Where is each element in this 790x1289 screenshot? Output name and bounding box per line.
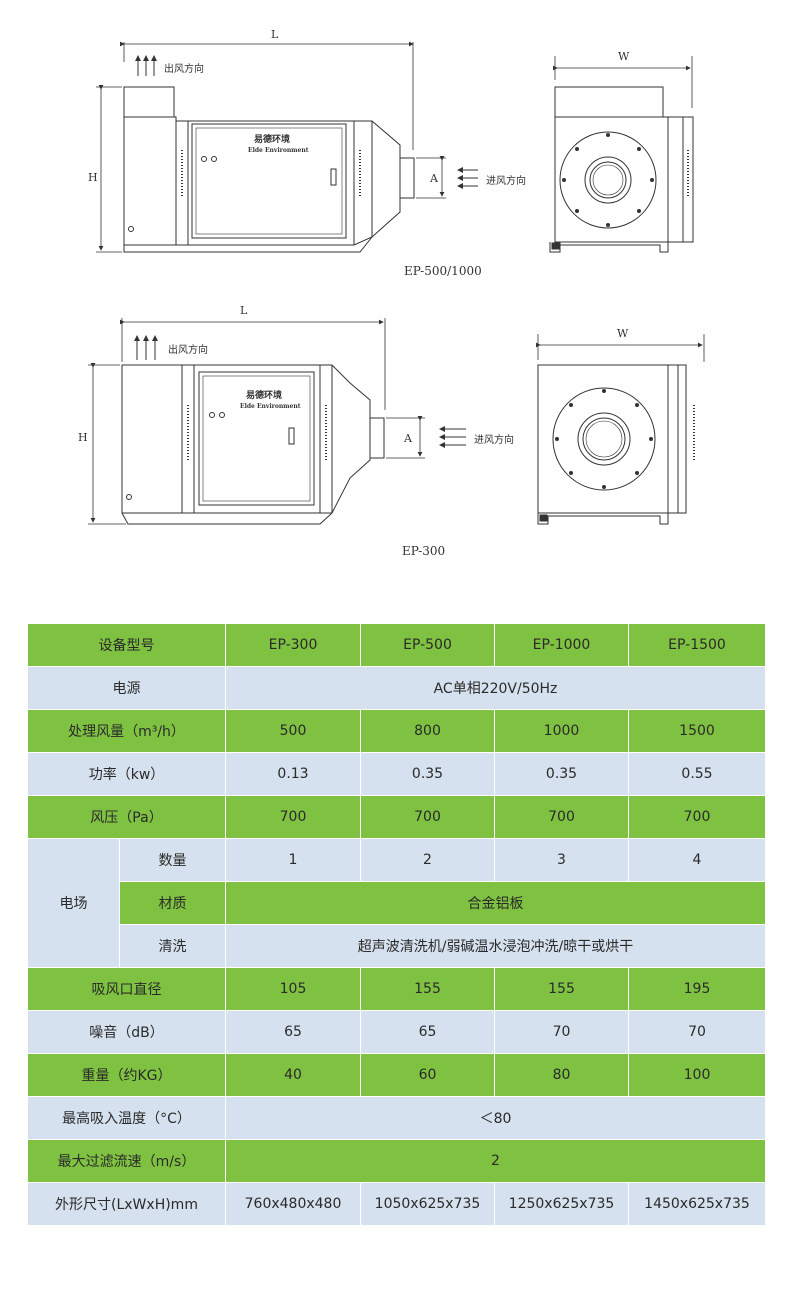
airflow-value: 500 bbox=[225, 709, 361, 753]
dimensions-value: 1050x625x735 bbox=[360, 1182, 495, 1226]
bottom-dim-w: W bbox=[617, 327, 629, 340]
header-label: 设备型号 bbox=[27, 623, 226, 667]
inlet-diameter-value: 155 bbox=[494, 967, 629, 1011]
weight-value: 100 bbox=[628, 1053, 766, 1097]
row-max-filter-speed: 最大过滤流速（m/s） 2 bbox=[27, 1139, 766, 1183]
power-value: 0.55 bbox=[628, 752, 766, 796]
field-count-value: 2 bbox=[360, 838, 495, 882]
top-dim-h: H bbox=[88, 171, 98, 184]
pressure-value: 700 bbox=[494, 795, 629, 839]
row-model: 设备型号 EP-300 EP-500 EP-1000 EP-1500 bbox=[27, 623, 766, 667]
row-field-material: 材质 合金铝板 bbox=[28, 881, 766, 925]
field-count-value: 1 bbox=[225, 838, 361, 882]
technical-drawings: L H A 出风方向 进风方向 易德环境 Elde Environment EP… bbox=[78, 28, 705, 558]
row-noise: 噪音（dB） 65 65 70 70 bbox=[27, 1010, 766, 1054]
noise-value: 65 bbox=[360, 1010, 495, 1054]
field-cleaning-value: 超声波清洗机/弱碱温水浸泡冲洗/晾干或烘干 bbox=[225, 924, 766, 968]
top-side-view bbox=[96, 41, 478, 253]
spec-table: 设备型号 EP-300 EP-500 EP-1000 EP-1500 电源 AC… bbox=[27, 623, 766, 1226]
airflow-value: 1500 bbox=[628, 709, 766, 753]
field-material-value: 合金铝板 bbox=[225, 881, 766, 925]
pressure-value: 700 bbox=[360, 795, 495, 839]
top-front-view bbox=[549, 56, 694, 253]
weight-label: 重量（约KG） bbox=[27, 1053, 226, 1097]
airflow-label: 处理风量（m³/h） bbox=[27, 709, 226, 753]
max-temp-value: ＜80 bbox=[225, 1096, 766, 1140]
field-label: 电场 bbox=[27, 838, 120, 968]
row-max-temp: 最高吸入温度（°C） ＜80 bbox=[27, 1096, 766, 1140]
inlet-diameter-label: 吸风口直径 bbox=[27, 967, 226, 1011]
weight-value: 60 bbox=[360, 1053, 495, 1097]
top-outlet-label: 出风方向 bbox=[164, 62, 204, 75]
bottom-brand-en: Elde Environment bbox=[240, 403, 301, 410]
field-count-label: 数量 bbox=[119, 838, 226, 882]
top-brand-en: Elde Environment bbox=[248, 147, 309, 154]
header-model-ep500: EP-500 bbox=[360, 623, 495, 667]
pressure-label: 风压（Pa） bbox=[27, 795, 226, 839]
top-dim-l: L bbox=[271, 28, 279, 41]
power-supply-label: 电源 bbox=[27, 666, 226, 710]
weight-value: 40 bbox=[225, 1053, 361, 1097]
header-model-ep1000: EP-1000 bbox=[494, 623, 629, 667]
top-caption: EP-500/1000 bbox=[404, 264, 482, 278]
row-weight: 重量（约KG） 40 60 80 100 bbox=[27, 1053, 766, 1097]
top-inlet-label: 进风方向 bbox=[486, 174, 526, 187]
field-cleaning-label: 清洗 bbox=[119, 924, 226, 968]
weight-value: 80 bbox=[494, 1053, 629, 1097]
bottom-dim-h: H bbox=[78, 431, 88, 444]
max-filter-speed-label: 最大过滤流速（m/s） bbox=[27, 1139, 226, 1183]
top-brand-cn: 易德环境 bbox=[254, 133, 290, 145]
power-label: 功率（kw） bbox=[27, 752, 226, 796]
bottom-brand-cn: 易德环境 bbox=[246, 389, 282, 401]
inlet-diameter-value: 195 bbox=[628, 967, 766, 1011]
power-supply-value: AC单相220V/50Hz bbox=[225, 666, 766, 710]
header-model-ep1500: EP-1500 bbox=[628, 623, 766, 667]
top-dim-a: A bbox=[429, 172, 439, 185]
dimensions-value: 1450x625x735 bbox=[628, 1182, 766, 1226]
max-filter-speed-value: 2 bbox=[225, 1139, 766, 1183]
field-material-label: 材质 bbox=[119, 881, 226, 925]
row-field-count: 电场 数量 1 2 3 4 bbox=[27, 838, 766, 968]
row-inlet-diameter: 吸风口直径 105 155 155 195 bbox=[27, 967, 766, 1011]
airflow-value: 1000 bbox=[494, 709, 629, 753]
inlet-diameter-value: 105 bbox=[225, 967, 361, 1011]
power-value: 0.35 bbox=[494, 752, 629, 796]
row-power-supply: 电源 AC单相220V/50Hz bbox=[27, 666, 766, 710]
bottom-dim-l: L bbox=[240, 304, 248, 317]
bottom-inlet-label: 进风方向 bbox=[474, 433, 514, 446]
max-temp-label: 最高吸入温度（°C） bbox=[27, 1096, 226, 1140]
airflow-value: 800 bbox=[360, 709, 495, 753]
bottom-side-view bbox=[88, 318, 466, 525]
dimensions-value: 760x480x480 bbox=[225, 1182, 361, 1226]
field-count-value: 4 bbox=[628, 838, 766, 882]
inlet-diameter-value: 155 bbox=[360, 967, 495, 1011]
bottom-dim-a: A bbox=[403, 432, 413, 445]
dimensions-label: 外形尺寸(LxWxH)mm bbox=[27, 1182, 226, 1226]
bottom-caption: EP-300 bbox=[402, 544, 445, 558]
pressure-value: 700 bbox=[628, 795, 766, 839]
row-pressure: 风压（Pa） 700 700 700 700 bbox=[27, 795, 766, 839]
noise-value: 65 bbox=[225, 1010, 361, 1054]
top-dim-w: W bbox=[618, 50, 630, 63]
header-model-ep300: EP-300 bbox=[225, 623, 361, 667]
row-dimensions: 外形尺寸(LxWxH)mm 760x480x480 1050x625x735 1… bbox=[27, 1182, 766, 1226]
bottom-outlet-label: 出风方向 bbox=[168, 343, 208, 356]
noise-value: 70 bbox=[628, 1010, 766, 1054]
row-power: 功率（kw） 0.13 0.35 0.35 0.55 bbox=[27, 752, 766, 796]
noise-label: 噪音（dB） bbox=[27, 1010, 226, 1054]
field-count-value: 3 bbox=[494, 838, 629, 882]
bottom-front-view bbox=[536, 334, 705, 525]
dimensions-value: 1250x625x735 bbox=[494, 1182, 629, 1226]
row-airflow: 处理风量（m³/h） 500 800 1000 1500 bbox=[27, 709, 766, 753]
row-field-cleaning: 清洗 超声波清洗机/弱碱温水浸泡冲洗/晾干或烘干 bbox=[28, 924, 766, 968]
pressure-value: 700 bbox=[225, 795, 361, 839]
noise-value: 70 bbox=[494, 1010, 629, 1054]
power-value: 0.35 bbox=[360, 752, 495, 796]
power-value: 0.13 bbox=[225, 752, 361, 796]
